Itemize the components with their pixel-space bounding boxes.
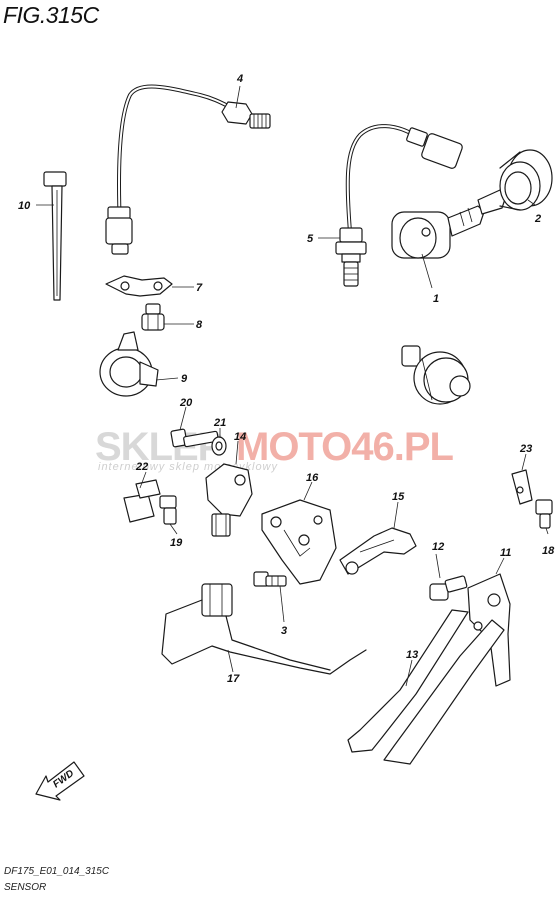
part-15-rod: [339, 527, 417, 575]
part-20-bolt: [170, 428, 219, 448]
callout-15: 15: [392, 491, 405, 503]
callout-11: 11: [500, 547, 511, 559]
callout-10: 10: [18, 200, 31, 212]
part-6-sensor: [401, 345, 471, 405]
callout-19: 19: [170, 537, 183, 549]
part-7-clamp-plate: [105, 275, 173, 297]
watermark-right: MOTO46.PL: [236, 425, 454, 469]
callout-8: 8: [196, 319, 203, 331]
part-21-washer: [211, 436, 227, 456]
callout-4: 4: [236, 73, 243, 85]
part-1-sensor: [391, 189, 507, 259]
part-9-clamp: [99, 331, 159, 397]
figure-name: SENSOR: [4, 882, 47, 893]
callout-20: 20: [179, 397, 193, 409]
watermark-left: SKLEP: [95, 425, 224, 469]
part-18-bolt: [535, 499, 553, 529]
part-5-sensor-cable: [335, 124, 463, 287]
part-17-harness: [161, 583, 367, 675]
callout-22: 22: [135, 461, 148, 473]
watermark: SKLEP MOTO46.PL internetowy sklep motocy…: [95, 425, 455, 473]
callout-1: 1: [433, 293, 439, 305]
part-10-cable-tie: [43, 171, 67, 301]
callout-7: 7: [196, 282, 203, 294]
callout-3: 3: [281, 625, 287, 637]
callout-14: 14: [234, 431, 246, 443]
leader-lines: [36, 85, 549, 687]
callouts: 4 10 5 1 2 7 8 9 20 21 14 22 19 16 15 3 …: [18, 73, 555, 685]
part-22-clip: [123, 479, 161, 523]
callout-9: 9: [181, 373, 188, 385]
part-12-bolt: [429, 575, 468, 601]
fwd-arrow-icon: FWD: [35, 761, 85, 801]
callout-2: 2: [534, 213, 541, 225]
part-13-arm: [347, 609, 505, 765]
part-3-bolt: [253, 571, 287, 587]
figure-title: FIG.315C: [3, 2, 99, 28]
callout-21: 21: [213, 417, 226, 429]
callout-17: 17: [227, 673, 240, 685]
callout-18: 18: [542, 545, 555, 557]
figure-code: DF175_E01_014_315C: [4, 866, 110, 877]
part-2-grommet: [499, 149, 553, 211]
part-23-clip: [511, 469, 533, 505]
part-14-sensor: [205, 463, 253, 537]
part-16-bracket: [261, 499, 337, 585]
watermark-sub: internetowy sklep motocyklowy: [98, 461, 279, 473]
callout-12: 12: [432, 541, 444, 553]
part-8-bolt: [141, 303, 165, 331]
callout-23: 23: [519, 443, 532, 455]
callout-16: 16: [306, 472, 319, 484]
part-19-bolt: [159, 495, 177, 525]
callout-5: 5: [307, 233, 314, 245]
callout-13: 13: [406, 649, 418, 661]
part-4-sensor-cable: [105, 84, 271, 255]
